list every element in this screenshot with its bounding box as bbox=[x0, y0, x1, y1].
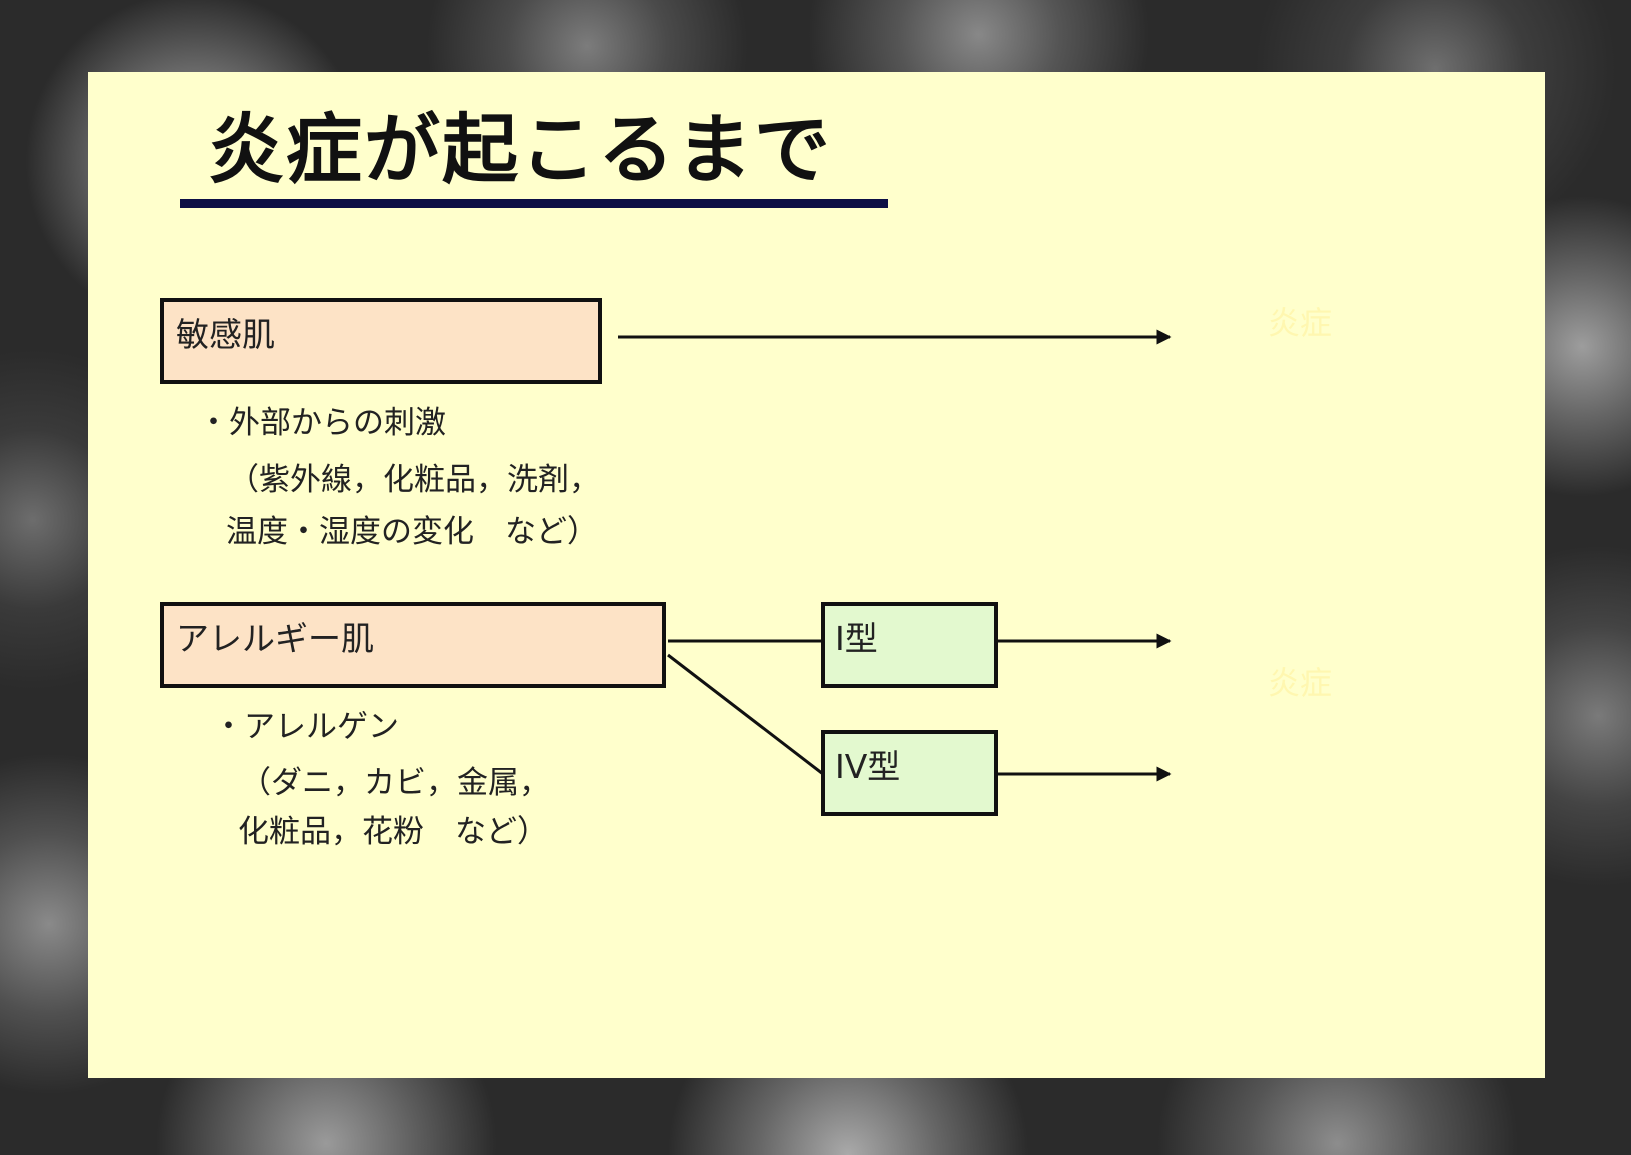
sensitive-cause-heading: ・外部からの刺激 bbox=[198, 405, 446, 441]
type4-label: IV型 bbox=[835, 747, 901, 786]
sensitive-result-label: 炎症 bbox=[1268, 304, 1333, 342]
allergic-skin-label: アレルギー肌 bbox=[176, 619, 374, 658]
sensitive-skin-label: 敏感肌 bbox=[176, 315, 275, 354]
allergic-result-label: 炎症 bbox=[1268, 664, 1333, 702]
allergic-to-type4-line bbox=[667, 653, 824, 776]
type4-box: IV型 bbox=[821, 730, 998, 816]
allergic-cause-line1: （ダニ，カビ，金属， bbox=[240, 765, 550, 801]
title-underline bbox=[180, 199, 888, 208]
allergic-cause-heading: ・アレルゲン bbox=[213, 709, 399, 745]
sensitive-skin-box: 敏感肌 bbox=[160, 298, 602, 384]
type1-box: I型 bbox=[821, 602, 998, 688]
sensitive-cause-line1: （紫外線，化粧品，洗剤， bbox=[228, 462, 600, 498]
allergic-skin-box: アレルギー肌 bbox=[160, 602, 666, 688]
type1-label: I型 bbox=[835, 619, 878, 658]
sensitive-cause-line2: 温度・湿度の変化 など） bbox=[226, 514, 598, 550]
slide-title: 炎症が起こるまで bbox=[208, 105, 832, 194]
allergic-cause-line2: 化粧品，花粉 など） bbox=[238, 814, 548, 850]
diagram-connectors bbox=[618, 329, 1172, 782]
slide: 炎症が起こるまで 敏感肌 ・外部からの刺激 （紫外線，化粧品，洗剤， 温度・湿度… bbox=[88, 72, 1545, 1078]
